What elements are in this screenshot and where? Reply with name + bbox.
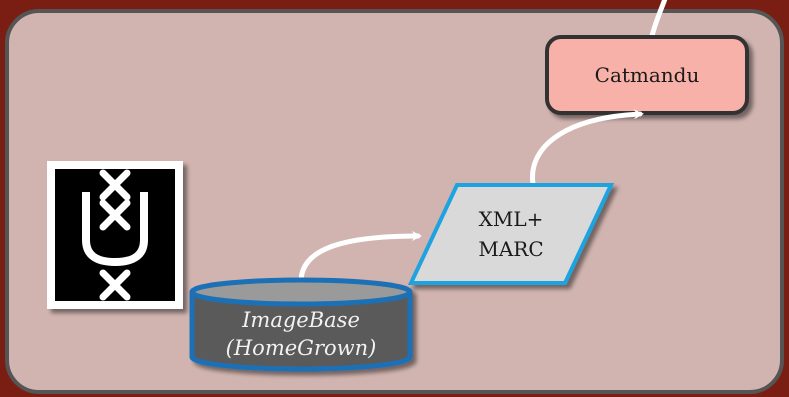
university-of-amsterdam-logo xyxy=(47,161,183,309)
node-imagebase-label-line1: ImageBase xyxy=(241,308,360,332)
edge-catmandu-to-top xyxy=(649,0,668,39)
node-imagebase[interactable] xyxy=(189,277,413,372)
edge-imagebase-to-xml xyxy=(298,231,422,286)
node-catmandu[interactable] xyxy=(545,35,749,115)
node-imagebase-label-line2: (HomeGrown) xyxy=(226,336,377,360)
node-xml-marc[interactable] xyxy=(407,183,615,285)
node-catmandu-label: Catmandu xyxy=(595,63,700,87)
edge-xml-to-catmandu xyxy=(530,109,644,187)
node-xml-marc-label-line2: MARC xyxy=(478,237,543,261)
node-xml-marc-label-line1: XML+ xyxy=(479,207,544,231)
